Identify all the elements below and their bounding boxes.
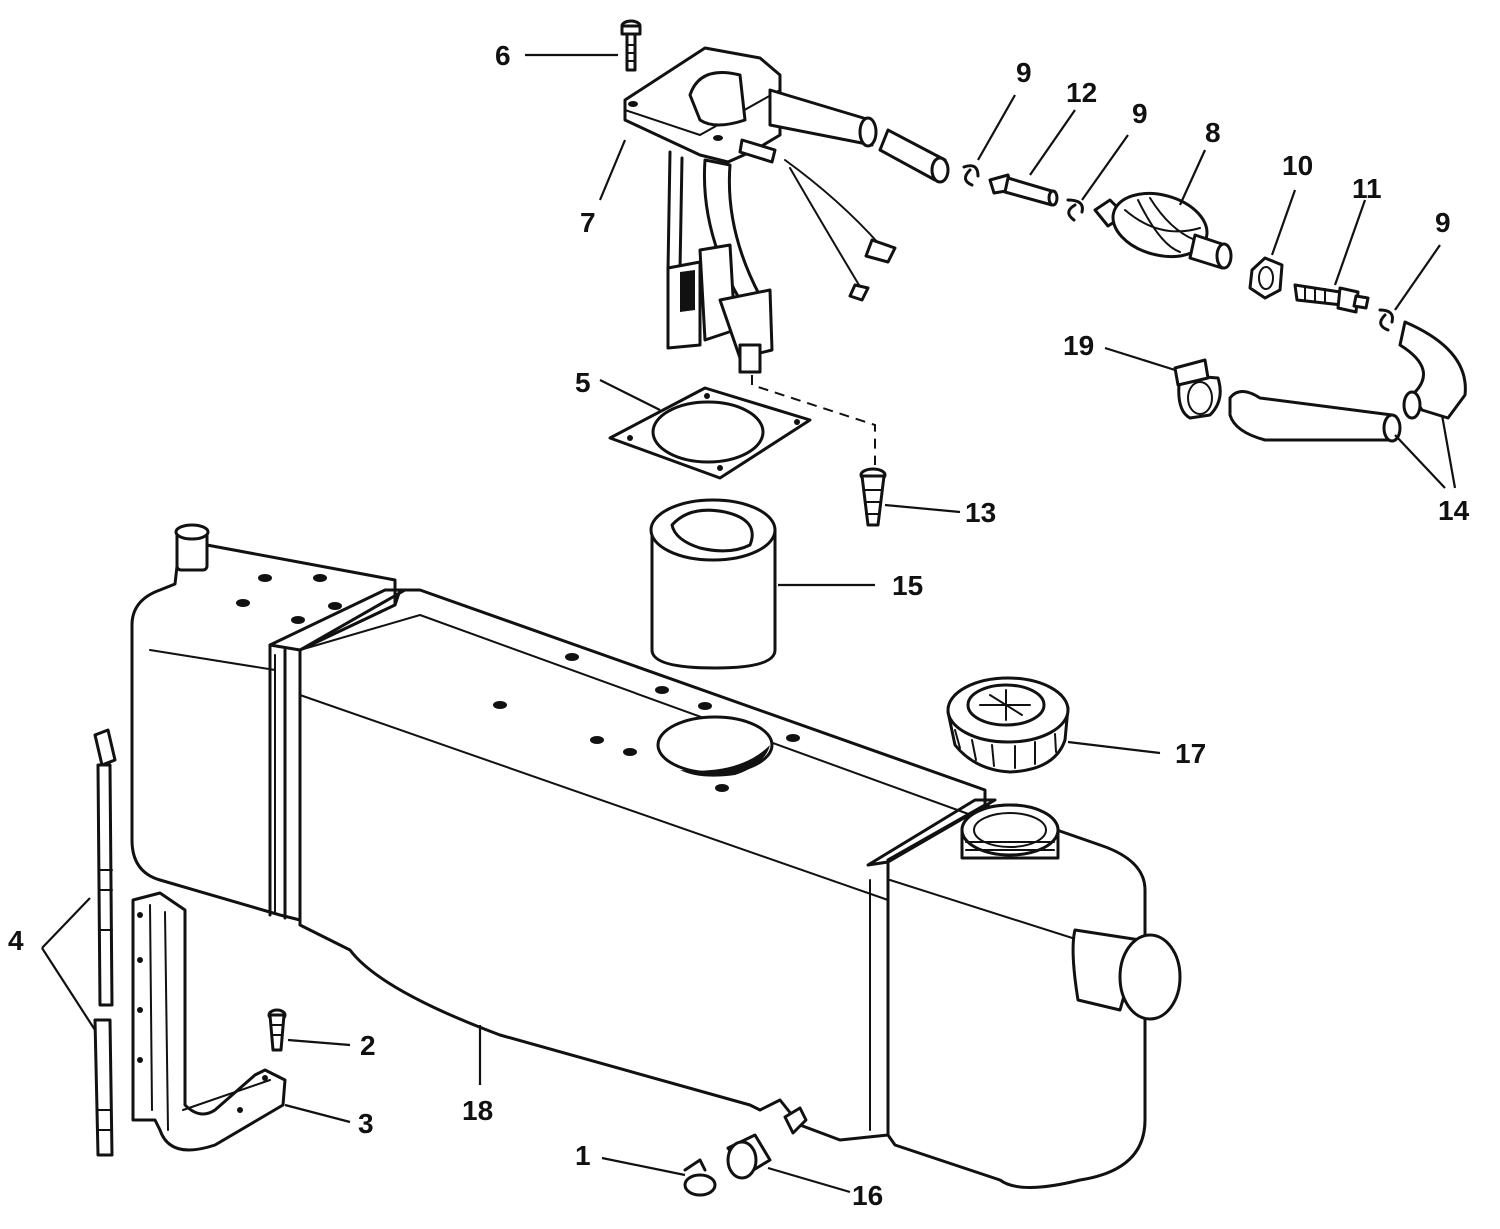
clamp-9c xyxy=(1378,308,1394,332)
callout-1: 1 xyxy=(575,1140,591,1171)
hose-segment xyxy=(878,128,950,184)
callout-5: 5 xyxy=(575,367,591,398)
callout-labels: 6 7 9 12 9 8 10 11 9 19 5 13 14 15 17 4 … xyxy=(8,40,1470,1211)
callout-14: 14 xyxy=(1438,495,1470,526)
clamp-9b xyxy=(1066,198,1084,222)
primer-bulb xyxy=(1093,191,1233,270)
clamp-9a xyxy=(962,164,980,187)
connector-12 xyxy=(988,173,1059,207)
assembly-line xyxy=(751,375,876,465)
connector-11 xyxy=(1293,283,1370,314)
fuel-hose-14 xyxy=(1228,320,1467,443)
bolt-6 xyxy=(620,19,642,72)
callout-13: 13 xyxy=(965,497,996,528)
callout-12: 12 xyxy=(1066,77,1097,108)
callout-9a: 9 xyxy=(1016,57,1032,88)
callout-19: 19 xyxy=(1063,330,1094,361)
callout-2: 2 xyxy=(360,1030,376,1061)
callout-3: 3 xyxy=(358,1108,374,1139)
clamp-19 xyxy=(1173,358,1222,420)
tank-holes-main xyxy=(493,653,800,792)
callout-9b: 9 xyxy=(1132,98,1148,129)
callout-7: 7 xyxy=(580,207,596,238)
screw-13 xyxy=(859,467,887,527)
fuel-tank xyxy=(130,523,1182,1189)
clamp-1 xyxy=(683,1158,717,1197)
bolt-2 xyxy=(267,1008,287,1052)
callout-11: 11 xyxy=(1352,173,1382,204)
nut-10 xyxy=(1248,256,1284,300)
leader-lines xyxy=(41,53,1457,1194)
gasket xyxy=(608,386,812,480)
filter-15 xyxy=(649,498,777,670)
strap-4 xyxy=(93,728,117,1157)
callout-6: 6 xyxy=(495,40,511,71)
filler-cap xyxy=(946,676,1070,774)
callout-15: 15 xyxy=(892,570,923,601)
fitting-16 xyxy=(726,1133,772,1180)
tank-holes-left xyxy=(236,574,342,624)
callout-18: 18 xyxy=(462,1095,493,1126)
callout-8: 8 xyxy=(1205,117,1221,148)
callout-10: 10 xyxy=(1282,150,1313,181)
callout-9c: 9 xyxy=(1435,207,1451,238)
pickup-assembly xyxy=(623,46,897,374)
bracket-3 xyxy=(131,891,287,1152)
callout-17: 17 xyxy=(1175,738,1206,769)
callout-16: 16 xyxy=(852,1180,883,1211)
callout-4: 4 xyxy=(8,925,24,956)
